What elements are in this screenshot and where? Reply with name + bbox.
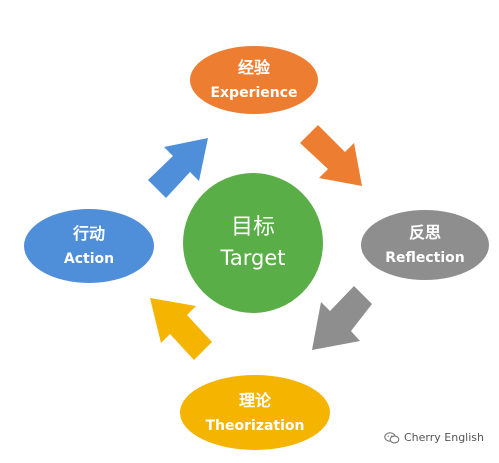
node-reflection: 反思 Reflection — [361, 210, 489, 280]
target-label-en: Target — [220, 245, 286, 270]
node-action: 行动 Action — [24, 209, 154, 283]
experience-label-zh: 经验 — [237, 58, 270, 77]
theorization-label-zh: 理论 — [238, 390, 271, 410]
arrow-action-to-experience — [148, 138, 208, 198]
reflection-label-zh: 反思 — [408, 223, 441, 242]
theorization-label-en: Theorization — [205, 417, 305, 434]
reflection-label-en: Reflection — [385, 250, 465, 267]
wechat-icon — [384, 431, 400, 443]
experience-label-en: Experience — [210, 85, 298, 102]
arrow-reflection-to-theorization — [312, 286, 372, 350]
node-target: 目标 Target — [183, 173, 323, 313]
watermark-text: Cherry English — [404, 431, 484, 444]
action-label-zh: 行动 — [72, 224, 105, 243]
node-theorization: 理论 Theorization — [180, 375, 330, 450]
arrow-experience-to-reflection — [300, 125, 362, 186]
node-experience: 经验 Experience — [190, 46, 318, 114]
arrow-theorization-to-action — [150, 298, 212, 360]
target-label-zh: 目标 — [230, 215, 275, 241]
action-label-en: Action — [63, 251, 115, 268]
watermark: Cherry English — [384, 431, 484, 444]
